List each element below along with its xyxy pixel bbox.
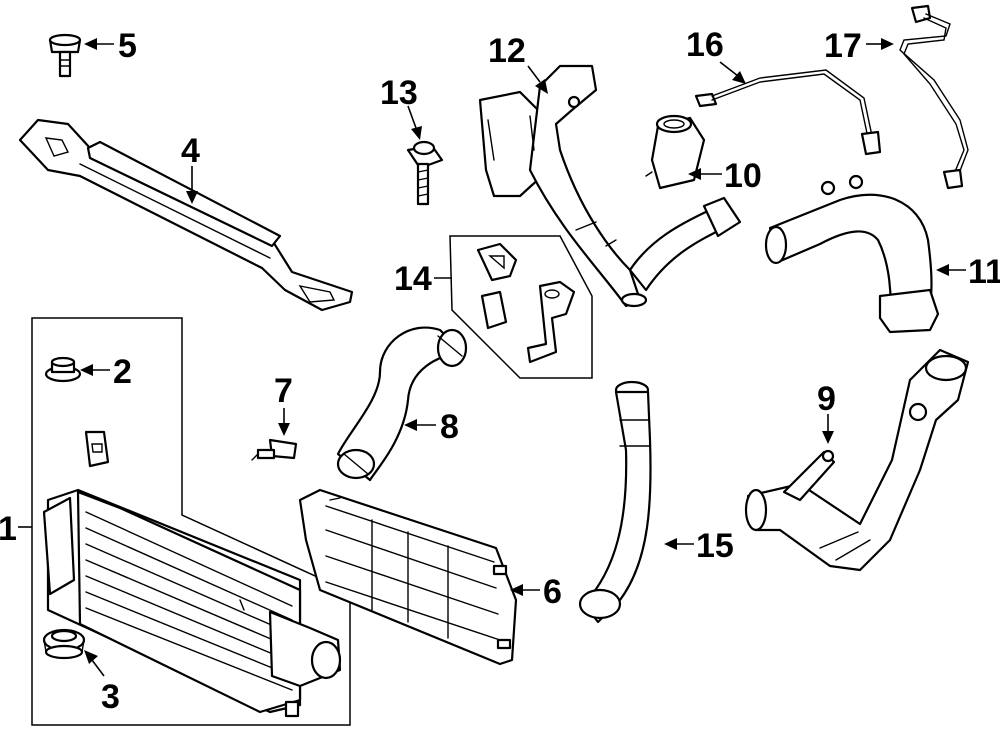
callout-5: 5 (118, 27, 137, 65)
callout-9: 9 (817, 380, 836, 418)
kit-group-box (449, 235, 593, 379)
part-2-grommet (44, 356, 82, 383)
part-9-intake-duct (744, 348, 970, 572)
part-12-intake-tube (478, 64, 742, 308)
callout-10: 10 (724, 157, 762, 195)
callout-11: 11 (968, 253, 1000, 291)
part-8-hose (336, 326, 468, 482)
callout-7: 7 (274, 372, 293, 410)
callout-6: 6 (543, 573, 562, 611)
callout-1: 1 (0, 510, 17, 548)
leader-lines (18, 38, 966, 677)
retaining-clip (84, 430, 110, 468)
part-13-bolt (406, 140, 444, 206)
part-4-support-bracket (18, 118, 354, 312)
callout-14: 14 (394, 260, 432, 298)
callout-8: 8 (440, 408, 459, 446)
callout-13: 13 (380, 74, 418, 112)
part-15-hose (578, 380, 652, 624)
part-17-vacuum-line (899, 4, 969, 190)
callout-12: 12 (488, 32, 526, 70)
callout-15: 15 (696, 527, 734, 565)
part-16-sensor-hose (694, 69, 882, 156)
part-10-elbow-hose (645, 114, 706, 190)
callout-3: 3 (101, 678, 120, 716)
part-7-push-pin (251, 438, 298, 461)
part-6-air-deflector (298, 488, 518, 666)
part-14-kit (476, 242, 576, 364)
callout-2: 2 (113, 353, 132, 391)
part-5-push-pin (48, 33, 82, 78)
callout-17: 17 (824, 27, 862, 65)
part-11-hose (764, 174, 940, 334)
part-1-intercooler (42, 488, 342, 718)
callout-16: 16 (686, 26, 724, 64)
part-3-grommet (42, 628, 86, 660)
callout-4: 4 (181, 132, 200, 170)
